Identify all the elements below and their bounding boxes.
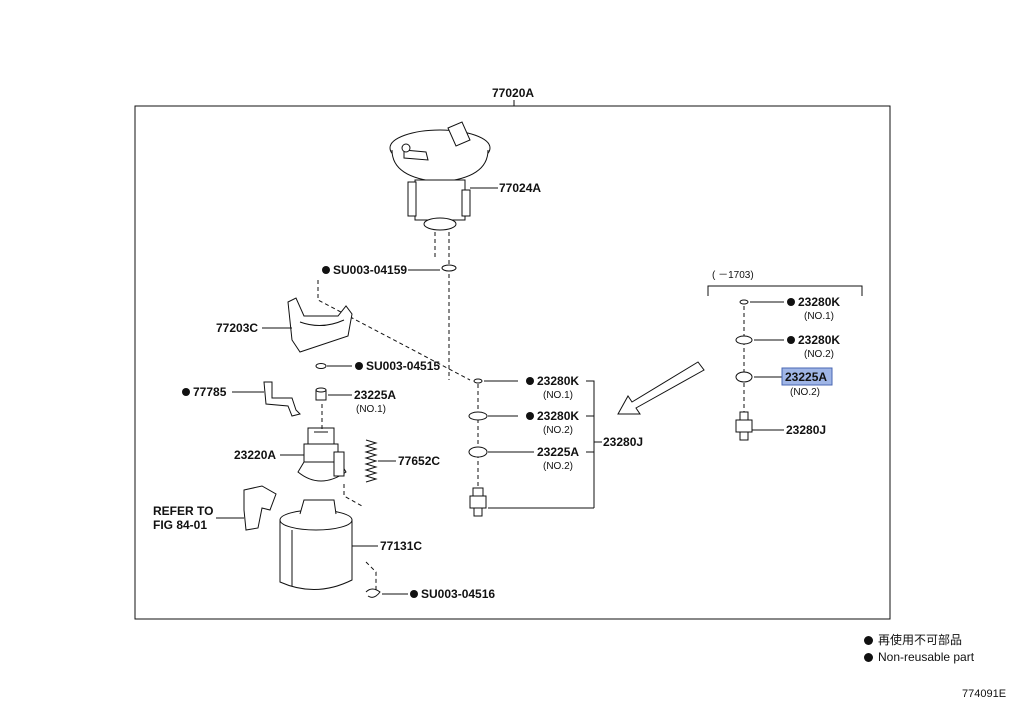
legend-row-en: Non-reusable part [864, 649, 974, 666]
clamp-label[interactable]: 77785 [193, 385, 227, 399]
inset-bracket [707, 285, 863, 296]
center-k2-sub: (NO.2) [543, 425, 573, 436]
clamp-part[interactable] [263, 381, 301, 417]
non-reusable-dot-4 [410, 590, 418, 598]
inset-a2-sub: (NO.2) [790, 387, 820, 398]
filter-no1-part[interactable] [315, 387, 327, 401]
center-a2-label[interactable]: 23225A [537, 445, 579, 459]
non-reusable-dot-2 [355, 362, 363, 370]
inset-ring-k2[interactable] [735, 335, 753, 345]
filter-no1-label[interactable]: 23225A [354, 388, 396, 402]
legend-jp: 再使用不可部品 [878, 633, 963, 647]
inset-k1-sub: (NO.1) [804, 311, 834, 322]
inset-filter-a2[interactable] [735, 371, 753, 383]
clip-part[interactable] [365, 588, 381, 598]
pump-label[interactable]: 23220A [234, 448, 276, 462]
legend-row-jp: 再使用不可部品 [864, 632, 974, 649]
legend-dot-icon [864, 653, 873, 662]
inset-range: ( －1703) [712, 270, 754, 281]
center-ring-k1[interactable] [473, 378, 483, 384]
inset-j-label[interactable]: 23280J [786, 423, 826, 437]
refer-line-2[interactable]: FIG 84-01 [153, 518, 207, 532]
spring-part[interactable] [364, 439, 378, 483]
inset-regulator-part[interactable] [735, 411, 753, 441]
fuel-case-part[interactable] [279, 499, 353, 591]
legend-en: Non-reusable part [878, 650, 975, 664]
figure-number: 774091E [962, 688, 1007, 700]
inset-k2-sub: (NO.2) [804, 349, 834, 360]
inset-ring-k1[interactable] [739, 299, 749, 305]
gasket-ring-1[interactable] [441, 264, 457, 272]
assembly-label[interactable]: 77020A [492, 86, 534, 100]
regulator-group-label[interactable]: 23280J [603, 435, 643, 449]
center-regulator-part[interactable] [469, 487, 487, 517]
gasket-1-label[interactable]: SU003-04159 [333, 263, 407, 277]
legend-dot-icon [864, 636, 873, 645]
center-filter-a2[interactable] [468, 446, 488, 458]
filter-no1-sub: (NO.1) [356, 404, 386, 415]
center-k1-sub: (NO.1) [543, 390, 573, 401]
assembly-frame [134, 105, 891, 620]
center-a2-sub: (NO.2) [543, 461, 573, 472]
gasket-3-label[interactable]: SU003-04516 [421, 587, 495, 601]
connector-bracket-part[interactable] [243, 485, 277, 531]
highlighted-part-box[interactable] [781, 367, 833, 386]
center-k2-label[interactable]: 23280K [537, 409, 579, 423]
center-ring-k2[interactable] [468, 411, 488, 421]
inset-arrow [617, 361, 705, 415]
sender-gauge-label[interactable]: 77024A [499, 181, 541, 195]
fuel-pump-part[interactable] [297, 427, 347, 482]
bracket-part[interactable] [287, 297, 353, 353]
sender-gauge-part[interactable] [389, 121, 491, 231]
refer-line-1[interactable]: REFER TO [153, 504, 213, 518]
non-reusable-dot-1 [322, 266, 330, 274]
gasket-2-label[interactable]: SU003-04515 [366, 359, 440, 373]
legend: 再使用不可部品 Non-reusable part [864, 632, 974, 666]
inset-a2-label[interactable]: 23225A [785, 370, 827, 384]
center-k1-label[interactable]: 23280K [537, 374, 579, 388]
spring-label[interactable]: 77652C [398, 454, 440, 468]
inset-k1-label[interactable]: 23280K [798, 295, 840, 309]
gasket-ring-2[interactable] [315, 363, 327, 369]
case-label[interactable]: 77131C [380, 539, 422, 553]
inset-k2-label[interactable]: 23280K [798, 333, 840, 347]
bracket-label[interactable]: 77203C [216, 321, 258, 335]
non-reusable-dot-3 [182, 388, 190, 396]
